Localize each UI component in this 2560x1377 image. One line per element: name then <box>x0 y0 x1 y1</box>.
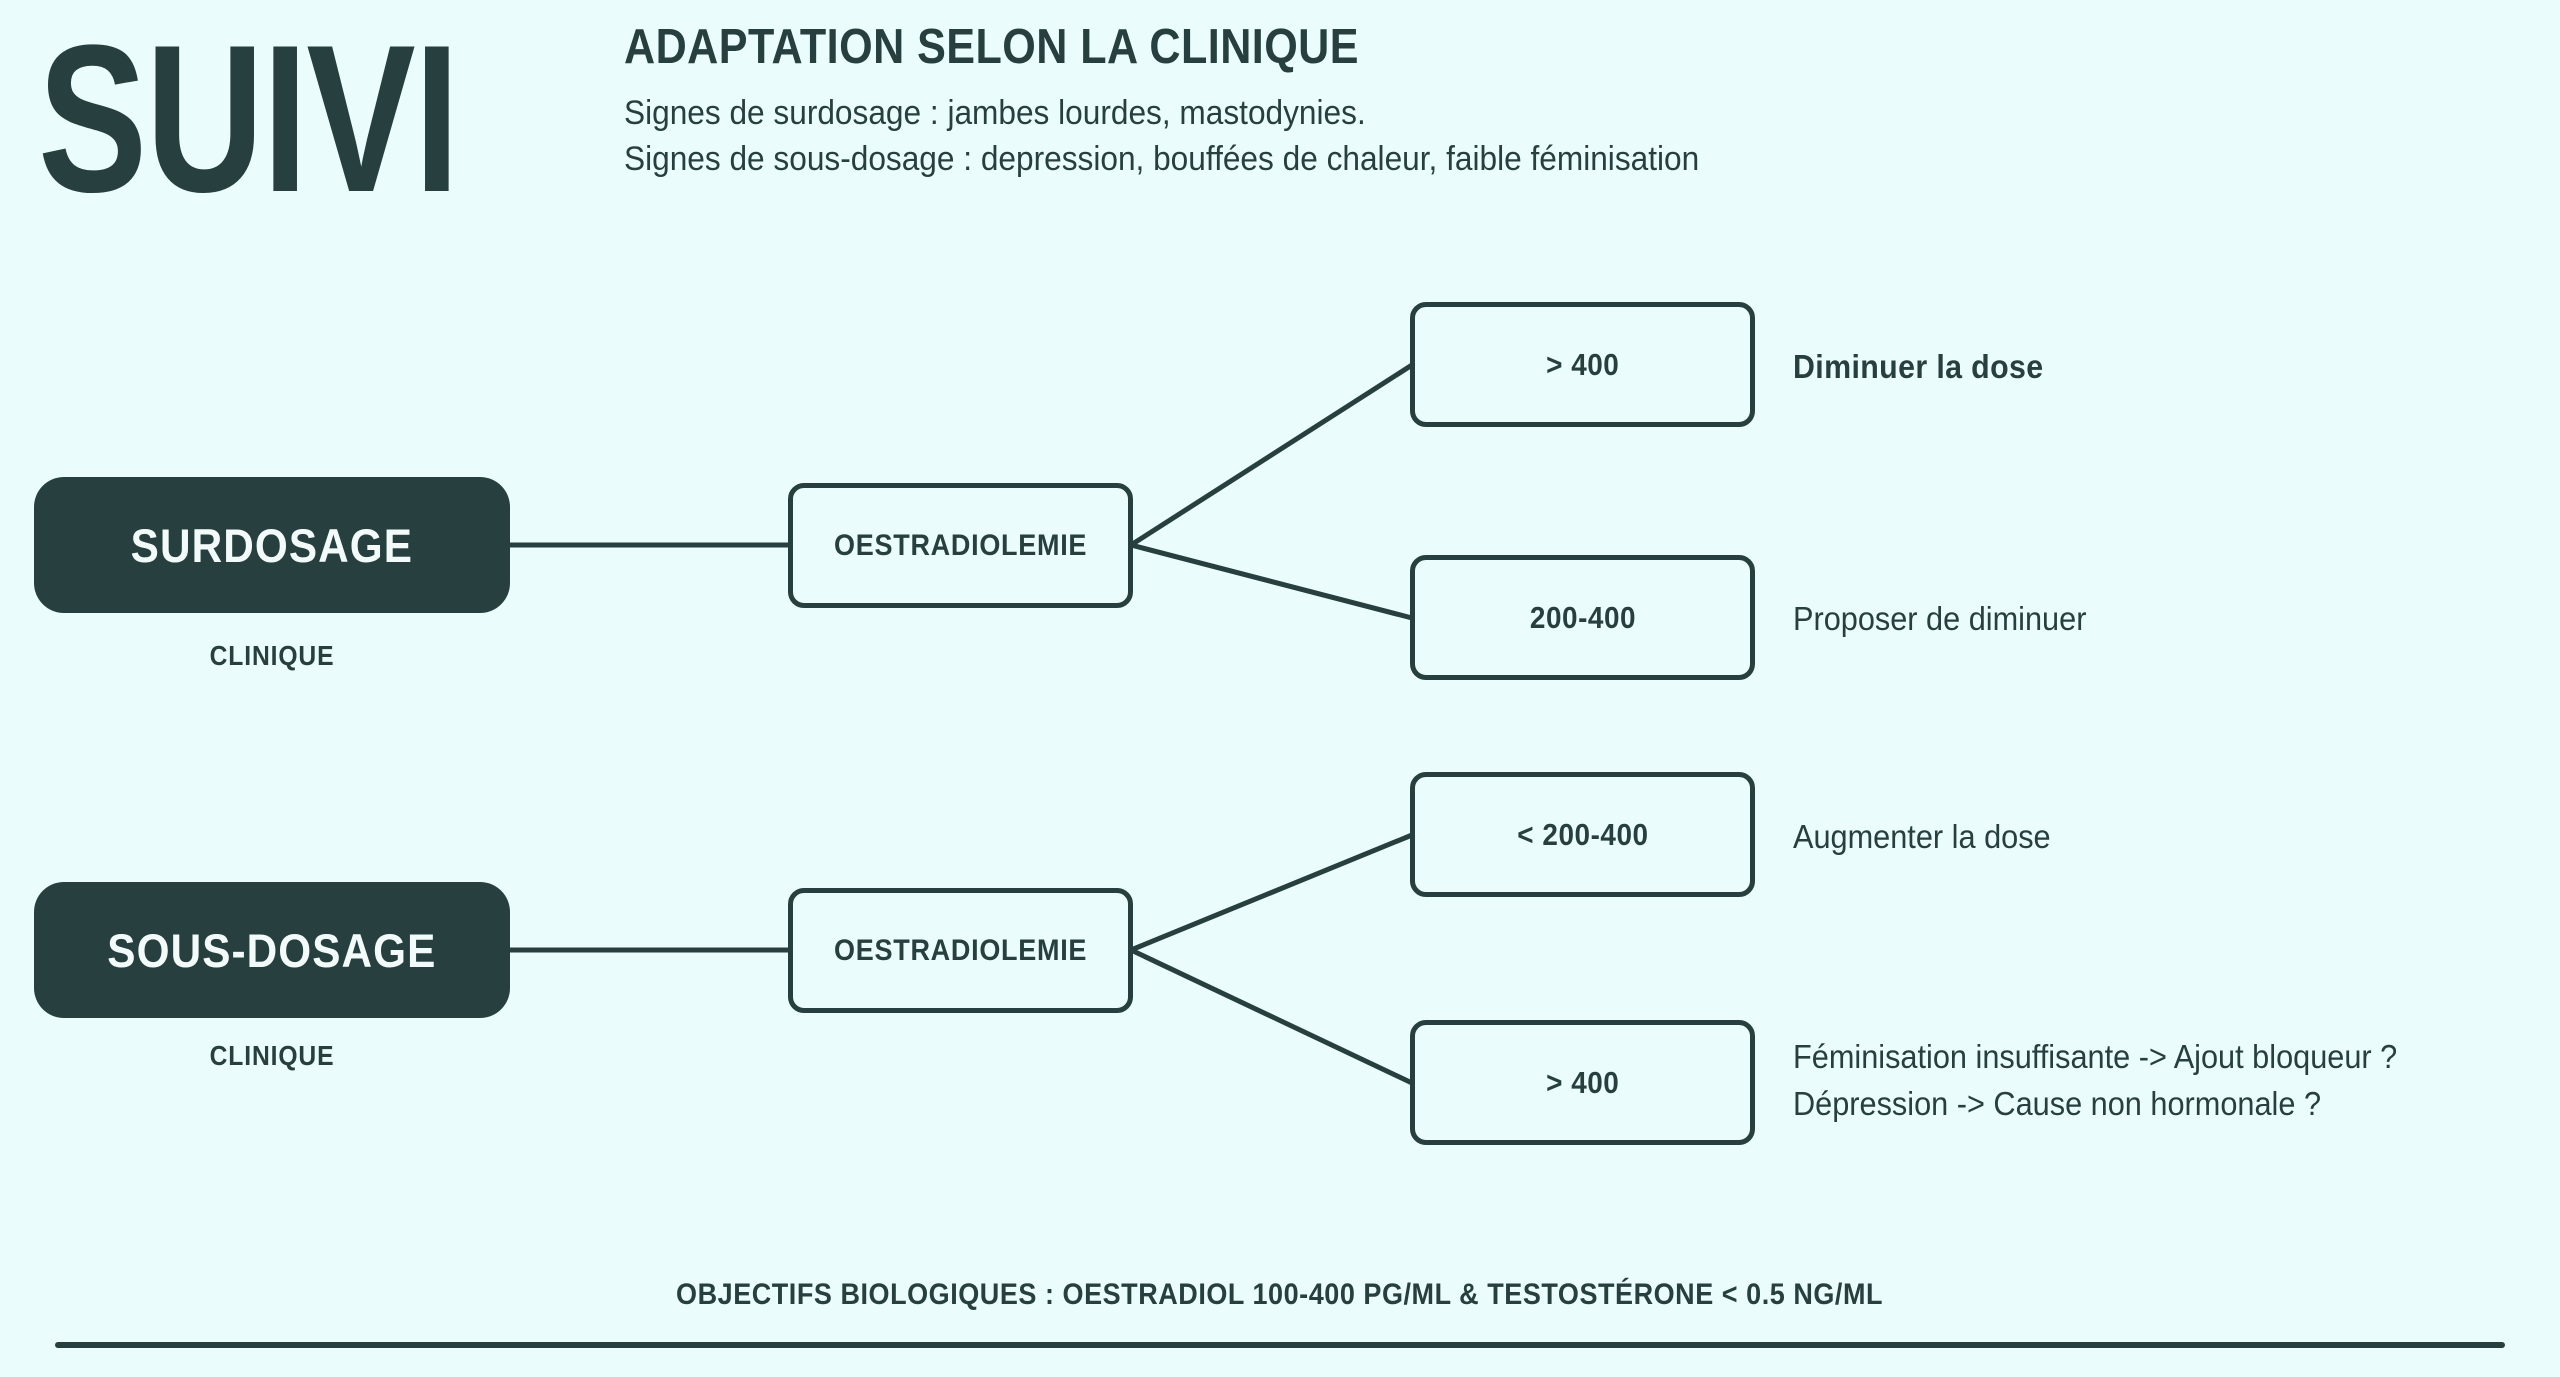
branch-pill-surdosage[interactable]: SURDOSAGE <box>34 477 510 613</box>
test-box-label: OESTRADIOLEMIE <box>833 528 1088 562</box>
footer-biological-targets: OBJECTIFS BIOLOGIQUES : OESTRADIOL 100-4… <box>0 1278 2560 1312</box>
test-box-oestradiolemie-1[interactable]: OESTRADIOLEMIE <box>788 483 1133 608</box>
wire-test-to-outcome-1a <box>1128 362 1415 548</box>
outcome-note-1b: Proposer de diminuer <box>1793 600 2087 637</box>
footer-text-inner: OBJECTIFS BIOLOGIQUES : OESTRADIOL 100-4… <box>676 1278 1884 1311</box>
branch-pill-sous-dosage[interactable]: SOUS-DOSAGE <box>34 882 510 1018</box>
outcome-box-2a[interactable]: < 200-400 <box>1410 772 1755 897</box>
branch-pill-sublabel-sous-dosage: CLINIQUE <box>209 1040 335 1071</box>
wire-test-to-outcome-2a <box>1128 832 1415 953</box>
footer-divider <box>55 1342 2505 1348</box>
wire-test-to-outcome-2b <box>1128 947 1415 1086</box>
outcome-value: 200-400 <box>1529 599 1636 635</box>
outcome-box-1a[interactable]: > 400 <box>1410 302 1755 427</box>
outcome-note-line: Féminisation insuffisante -> Ajout bloqu… <box>1793 1038 2398 1075</box>
branch-pill-sublabel-surdosage: CLINIQUE <box>209 640 335 671</box>
outcome-value: < 200-400 <box>1516 816 1649 852</box>
branch-pill-label: SOUS-DOSAGE <box>107 923 437 977</box>
test-box-oestradiolemie-2[interactable]: OESTRADIOLEMIE <box>788 888 1133 1013</box>
outcome-value: > 400 <box>1545 1064 1620 1100</box>
outcome-value: > 400 <box>1545 346 1620 382</box>
outcome-note-line: Dépression -> Cause non hormonale ? <box>1793 1085 2322 1122</box>
outcome-note-2a: Augmenter la dose <box>1793 818 2051 855</box>
wire-test-to-outcome-1b <box>1128 542 1415 621</box>
page-title: ADAPTATION SELON LA CLINIQUE <box>624 20 1359 74</box>
header-block: ADAPTATION SELON LA CLINIQUE Signes de s… <box>624 20 2524 184</box>
intro-line-overdose: Signes de surdosage : jambes lourdes, ma… <box>624 94 1366 133</box>
test-box-label: OESTRADIOLEMIE <box>833 933 1088 967</box>
intro-line-underdose: Signes de sous-dosage : depression, bouf… <box>624 139 1700 178</box>
outcome-note-2b: Féminisation insuffisante -> Ajout bloqu… <box>1793 1038 2443 1123</box>
outcome-note-1a: Diminuer la dose <box>1793 348 2044 385</box>
outcome-box-2b[interactable]: > 400 <box>1410 1020 1755 1145</box>
outcome-box-1b[interactable]: 200-400 <box>1410 555 1755 680</box>
page-kicker: SUIVI <box>38 1 460 236</box>
branch-pill-label: SURDOSAGE <box>130 518 414 572</box>
